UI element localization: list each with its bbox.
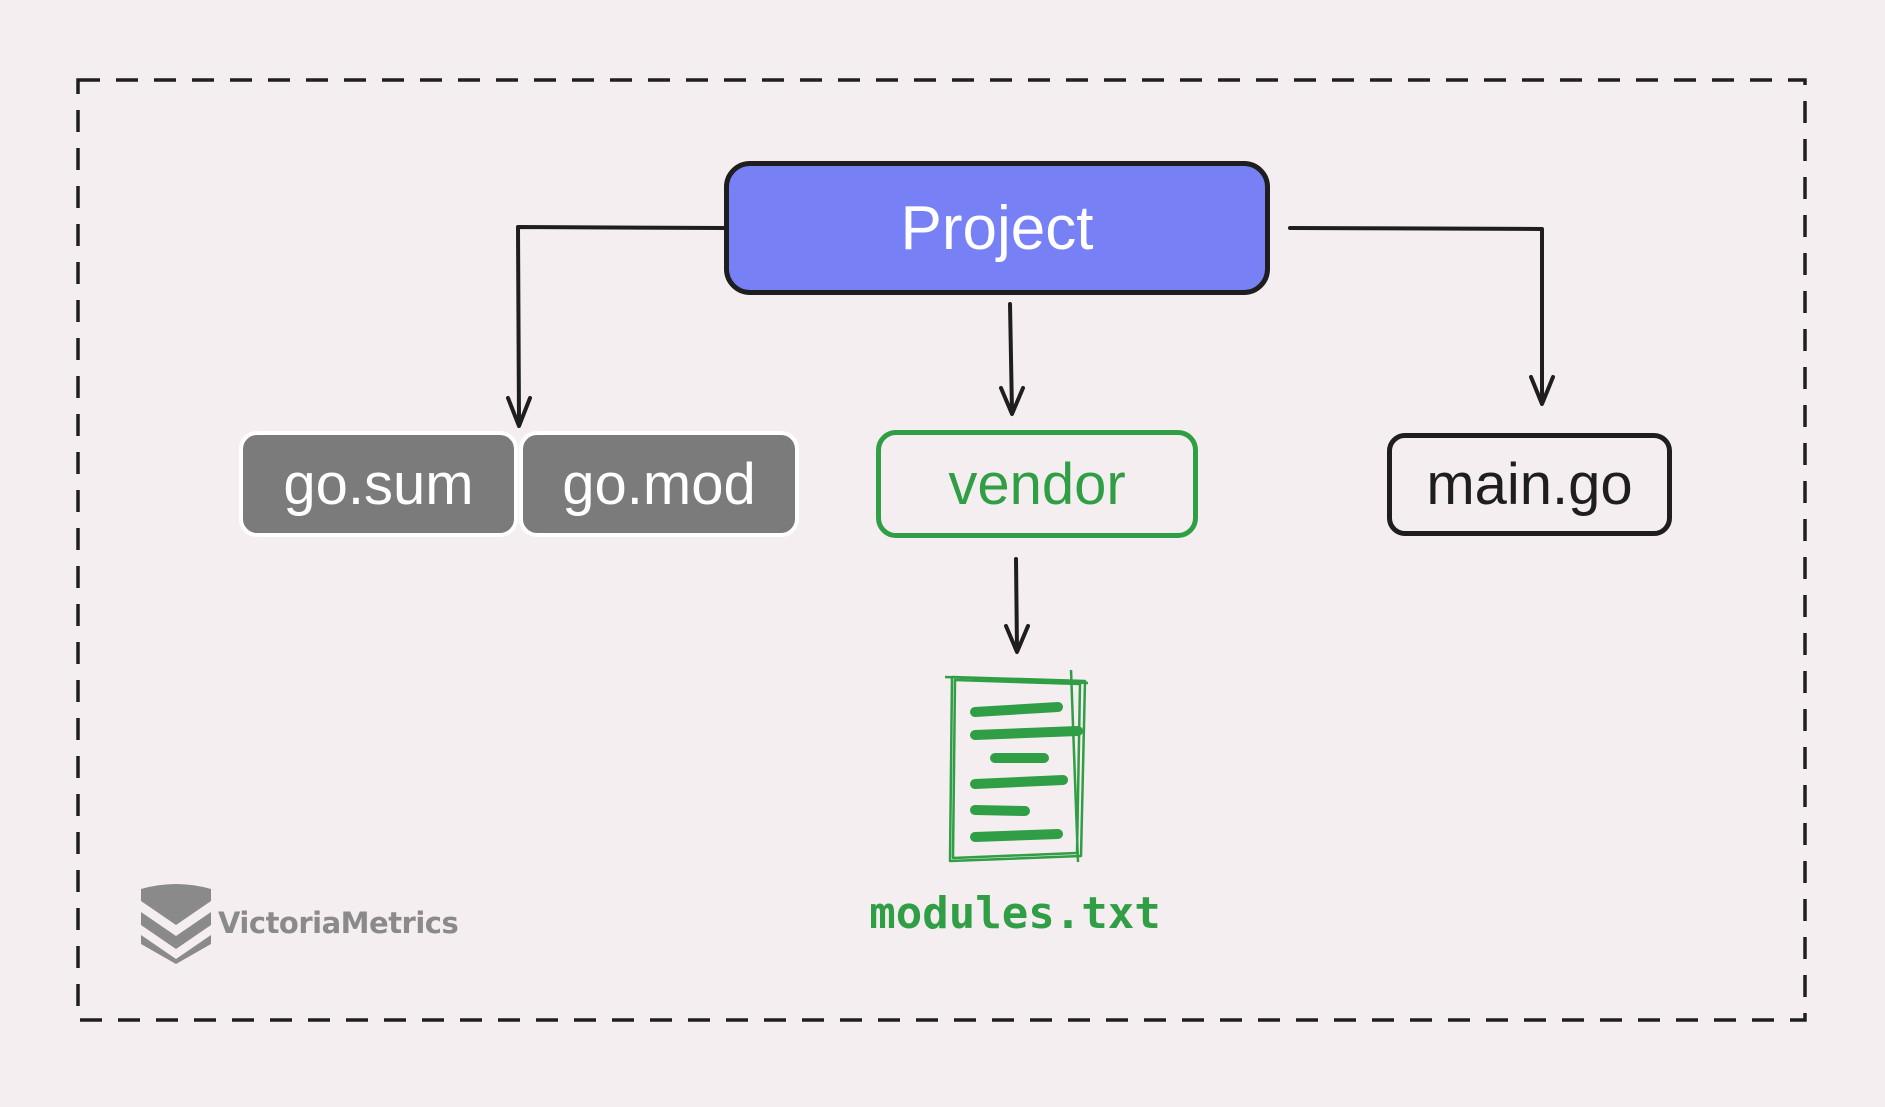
modules-txt-label: modules.txt	[869, 888, 1161, 939]
brand-name: VictoriaMetrics	[218, 906, 459, 940]
arrowhead-file	[1004, 624, 1030, 654]
project-node[interactable]: Project	[724, 161, 1270, 295]
connector-vendor-to-file	[1014, 557, 1019, 652]
arrowhead-maingo	[1529, 375, 1555, 406]
gomod-node[interactable]: go.mod	[519, 431, 799, 537]
dashed-frame	[76, 78, 1807, 1022]
arrowhead-gosum	[506, 396, 532, 428]
vendor-node[interactable]: vendor	[876, 430, 1198, 538]
victoriametrics-logo-icon	[141, 884, 211, 964]
document-icon	[944, 669, 1089, 863]
connector-project-to-vendor	[1008, 302, 1014, 414]
connector-project-to-gosum	[516, 225, 726, 425]
brand-logo: VictoriaMetrics	[140, 882, 459, 964]
connector-project-to-maingo	[1288, 226, 1544, 404]
maingo-node[interactable]: main.go	[1387, 433, 1672, 536]
arrowhead-vendor	[999, 386, 1025, 416]
gosum-node[interactable]: go.sum	[239, 431, 518, 537]
